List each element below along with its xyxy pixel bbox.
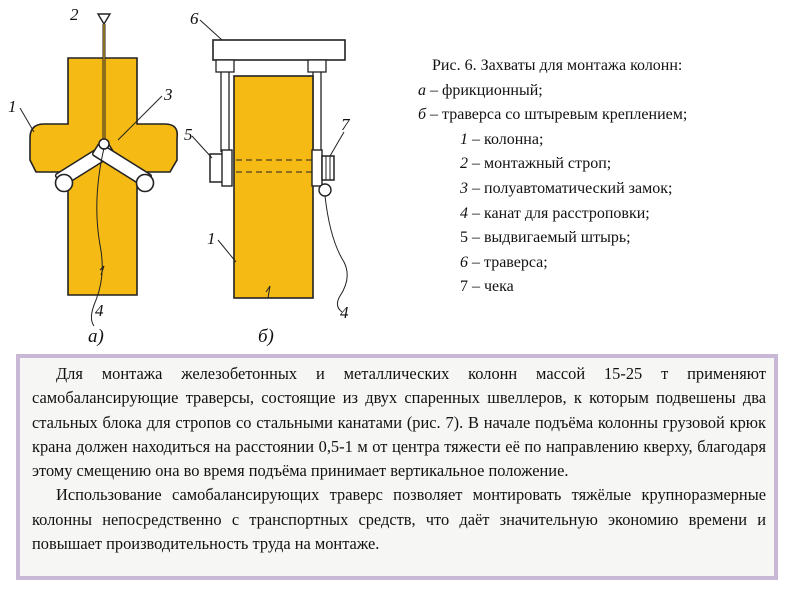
traverse [212, 39, 346, 61]
caption-item: 1 – колонна; [460, 130, 544, 148]
label-4-a: 4 [95, 301, 104, 320]
caption-item: 4 – канат для расстроповки; [460, 204, 650, 222]
label-1-b: 1 [207, 229, 216, 248]
column-grips-figure: 1 2 3 4 а) [8, 5, 351, 347]
caption-title: Рис. 6. Захваты для монтажа колонн: [432, 57, 683, 74]
roller-left [54, 173, 74, 193]
label-3-a: 3 [163, 85, 173, 104]
column-b [233, 75, 314, 299]
hook-icon [96, 13, 112, 26]
subfigure-label-a: а) [88, 326, 104, 347]
label-2-a: 2 [70, 5, 79, 24]
label-4-b: 4 [340, 303, 349, 322]
label-7-b: 7 [341, 115, 351, 134]
cotter-pin [321, 155, 335, 181]
caption-variant-b: б – траверса со штыревым креплением; [418, 106, 688, 124]
column-a [29, 57, 179, 296]
label-1-a: 1 [8, 97, 17, 116]
description-text-box: Для монтажа железобетонных и металлическ… [16, 354, 778, 580]
figure-caption: Рис. 6. Захваты для монтажа колонн: а – … [418, 54, 788, 300]
label-6-b: 6 [190, 9, 199, 28]
release-rope-a [90, 147, 105, 327]
release-rope-b [324, 195, 348, 313]
caption-variant-a: а – фрикционный; [418, 81, 543, 99]
caption-item: 5 – выдвигаемый штырь; [460, 229, 631, 247]
subfigure-label-b: б) [258, 326, 274, 347]
caption-item: 2 – монтажный строп; [460, 155, 612, 173]
caption-item: 3 – полуавтоматический замок; [460, 179, 673, 197]
semi-automatic-lock [98, 138, 110, 150]
roller-right [135, 173, 155, 193]
friction-grip-drawing: 1 2 3 4 а) [8, 5, 179, 347]
traverse-pin-drawing: 6 5 7 1 4 б) [184, 9, 351, 347]
caption-item: 7 – чека [460, 278, 514, 296]
label-5-b: 5 [184, 125, 193, 144]
paragraph-1: Для монтажа железобетонных и металлическ… [32, 364, 766, 481]
paragraph-2: Использование самобалансирующих траверс … [32, 485, 766, 554]
caption-item: 6 – траверса; [460, 253, 548, 271]
